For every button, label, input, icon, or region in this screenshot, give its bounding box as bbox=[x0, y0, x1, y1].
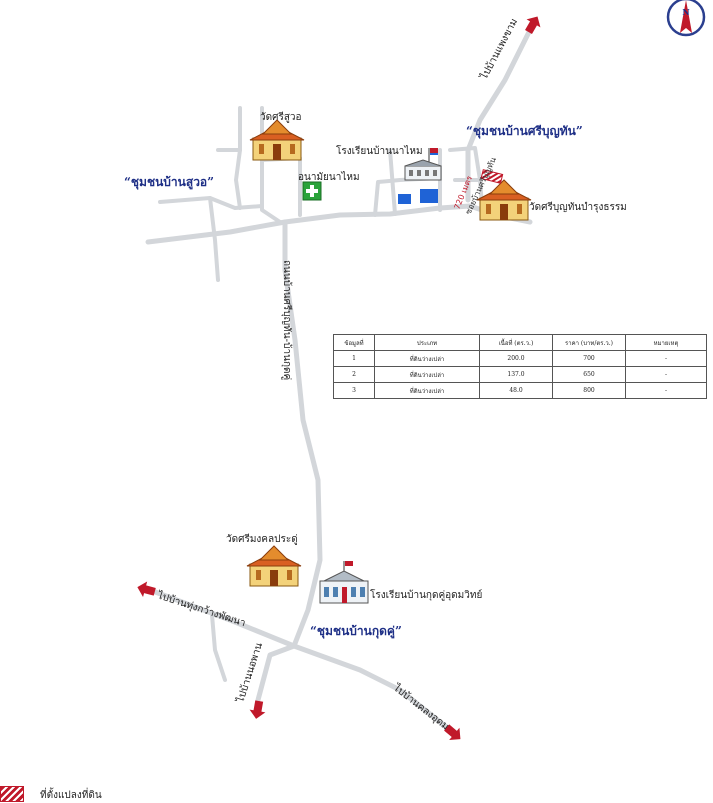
table-cell: 200.0 bbox=[479, 350, 553, 367]
land-price-table: ข้อมูลที่ ประเภท เนื้อที่ (ตร.ว.) ราคา (… bbox=[333, 334, 707, 399]
compass-letter: N bbox=[682, 7, 689, 17]
village-road-1 bbox=[158, 196, 264, 210]
table-row: 1 ที่ดินว่างเปล่า 200.0 700 - bbox=[333, 350, 707, 367]
table-cell: 650 bbox=[552, 366, 626, 383]
east-road-5 bbox=[388, 148, 397, 216]
table-header-cell: หมายเหตุ bbox=[625, 334, 707, 351]
table-cell: 2 bbox=[333, 366, 375, 383]
table-cell: ที่ดินว่างเปล่า bbox=[374, 382, 480, 399]
place-label-wat-sri-suao: วัดศรีสูวอ bbox=[260, 111, 302, 123]
destination-label-north: ไปบ้านแพงขาม bbox=[478, 16, 521, 82]
place-label-wat-sriboonyun: วัดศรีบุญทันบำรุงธรรม bbox=[529, 201, 627, 213]
community-label-kutkhu: “ชุมชนบ้านกุดคู่” bbox=[310, 624, 402, 639]
place-label-school-kutkhu: โรงเรียนบ้านกุดคู่อุดมวิทย์ bbox=[370, 588, 482, 601]
arrow-southeast-icon bbox=[444, 724, 461, 741]
table-cell: 800 bbox=[552, 382, 626, 399]
village-road-5 bbox=[260, 156, 302, 217]
table-cell: - bbox=[625, 350, 707, 367]
north-compass-icon: N bbox=[666, 0, 706, 37]
building-block bbox=[420, 189, 438, 203]
road-label-main: ถนนบ้านศรีบุญทัน-บ้านกุดคู่ bbox=[281, 260, 293, 380]
table-cell: 1 bbox=[333, 350, 375, 367]
table-cell: 700 bbox=[552, 350, 626, 367]
arrow-southwest-icon bbox=[249, 700, 266, 719]
community-label-sriboonyun: “ชุมชนบ้านศรีบุญทัน” bbox=[466, 124, 583, 139]
destination-label-west: ไปบ้านทุ่งกว้างพัฒนา bbox=[155, 589, 247, 629]
village-road-3 bbox=[234, 106, 242, 210]
table-cell: - bbox=[625, 366, 707, 383]
place-label-health-center: อนามัยนาไหม bbox=[298, 171, 360, 183]
place-label-wat-sri-mongkol: วัดศรีมงคลประดู่ bbox=[226, 533, 298, 545]
table-cell: ที่ดินว่างเปล่า bbox=[374, 350, 480, 367]
village-road-2 bbox=[208, 196, 220, 282]
west-road bbox=[147, 587, 297, 649]
table-cell: 137.0 bbox=[479, 366, 553, 383]
main-ns-road bbox=[282, 219, 323, 649]
building-block bbox=[398, 194, 411, 204]
community-label-suao: “ชุมชนบ้านสูวอ” bbox=[124, 175, 214, 190]
temple-icon bbox=[246, 545, 302, 587]
table-header-cell: ข้อมูลที่ bbox=[333, 334, 375, 351]
school-icon bbox=[404, 148, 442, 181]
place-label-school-nanai: โรงเรียนบ้านนาไหม bbox=[336, 144, 423, 157]
school-icon bbox=[319, 561, 369, 604]
table-header-cell: ประเภท bbox=[374, 334, 480, 351]
south-side-road bbox=[210, 613, 227, 682]
table-cell: 3 bbox=[333, 382, 375, 399]
southeast-road bbox=[291, 643, 453, 733]
southwest-road bbox=[255, 643, 297, 703]
arrow-west-icon bbox=[137, 581, 156, 597]
land-plot-marker bbox=[480, 169, 504, 184]
village-road-4 bbox=[260, 106, 282, 224]
table-cell: ที่ดินว่างเปล่า bbox=[374, 366, 480, 383]
health-center-icon bbox=[302, 181, 322, 201]
table-row: 2 ที่ดินว่างเปล่า 137.0 650 - bbox=[333, 366, 707, 383]
table-header-row: ข้อมูลที่ ประเภท เนื้อที่ (ตร.ว.) ราคา (… bbox=[333, 334, 707, 351]
road-network bbox=[145, 27, 533, 733]
table-header-cell: ราคา (บาท/ตร.ว.) bbox=[552, 334, 626, 351]
legend-label: ที่ตั้งแปลงที่ดิน bbox=[40, 790, 102, 801]
destination-label-southeast: ไปบ้านคลงอุดม bbox=[390, 681, 451, 732]
north-road bbox=[465, 27, 533, 203]
temple-icon bbox=[476, 179, 532, 221]
arrow-north-icon bbox=[525, 16, 541, 35]
table-row: 3 ที่ดินว่างเปล่า 48.0 800 - bbox=[333, 382, 707, 399]
temple-icon bbox=[249, 119, 305, 161]
table-header-cell: เนื้อที่ (ตร.ว.) bbox=[479, 334, 553, 351]
table-cell: 48.0 bbox=[479, 382, 553, 399]
table-cell: - bbox=[625, 382, 707, 399]
east-road-3 bbox=[448, 146, 484, 207]
